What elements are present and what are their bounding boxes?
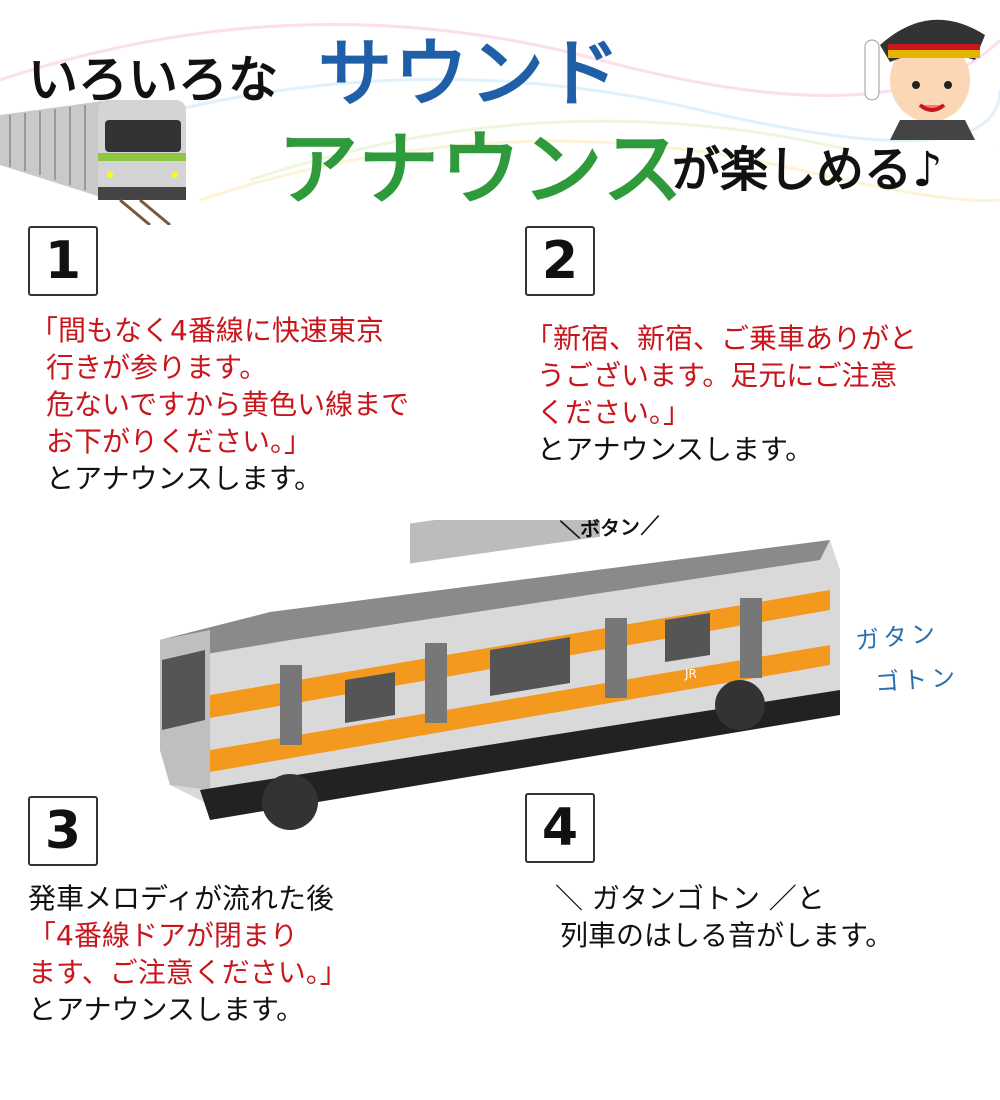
feature-number-3: 3 — [28, 796, 98, 866]
headline-announce: アナウンス — [278, 123, 685, 216]
sound-effect-gatan: ガタン — [854, 618, 941, 656]
feature-2-line: ください。」 — [537, 396, 692, 429]
feature-1-line: とアナウンスします。 — [46, 462, 323, 495]
feature-4-line: ＼ ガタンゴトン ／と — [555, 882, 825, 915]
headline-sound: サウンド — [318, 31, 622, 117]
feature-2-text: 「新宿、新宿、ご乗車ありがと うございます。足元にご注意 ください。」 とアナウ… — [525, 320, 917, 468]
feature-4-line: 列車のはしる音がします。 — [560, 919, 894, 952]
feature-2-line: とアナウンスします。 — [537, 433, 814, 466]
conductor-character-illustration — [864, 19, 985, 140]
feature-1-line: お下がりください。」 — [46, 425, 313, 458]
feature-1-line: 「間もなく4番線に快速東京 — [30, 314, 384, 347]
feature-number-4: 4 — [525, 793, 595, 863]
sound-effect-goton: ゴトン — [874, 663, 961, 697]
feature-2-line: うございます。足元にご注意 — [537, 359, 898, 392]
feature-3-line: 発車メロディが流れた後 — [28, 882, 335, 915]
feature-4-text: ＼ ガタンゴトン ／と 列車のはしる音がします。 — [555, 880, 893, 954]
headline-prefix: いろいろな — [28, 51, 278, 109]
feature-3-text: 発車メロディが流れた後 「4番線ドアが閉まり ます、ご注意ください。」 とアナウ… — [28, 880, 348, 1028]
feature-1-line: 行きが参ります。 — [46, 351, 268, 384]
feature-2-line: 「新宿、新宿、ご乗車ありがと — [525, 322, 918, 355]
toy-train-product-photo: JR — [160, 520, 840, 830]
headline-suffix: が楽しめる♪ — [672, 142, 943, 198]
feature-1-line: 危ないですから黄色い線まで — [46, 388, 410, 421]
cartoon-train-illustration — [0, 100, 186, 225]
jr-logo: JR — [684, 667, 697, 681]
button-callout: ＼ボタン／ — [559, 513, 661, 543]
feature-number-2: 2 — [525, 226, 595, 296]
feature-number-1: 1 — [28, 226, 98, 296]
feature-3-line: ます、ご注意ください。」 — [28, 956, 348, 989]
feature-3-line: 「4番線ドアが閉まり — [28, 919, 298, 952]
feature-1-text: 「間もなく4番線に快速東京 行きが参ります。 危ないですから黄色い線まで お下が… — [30, 312, 409, 497]
feature-3-line: とアナウンスします。 — [28, 993, 305, 1026]
